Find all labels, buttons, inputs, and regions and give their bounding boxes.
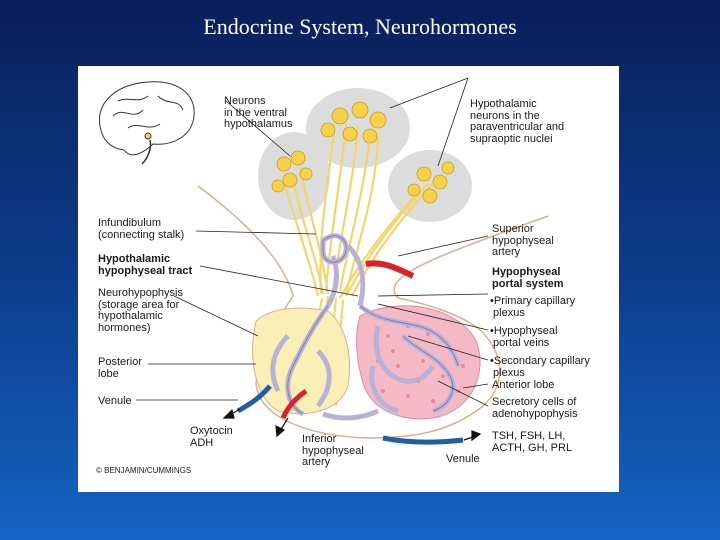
copyright-notice: © BENJAMIN/CUMMINGS [96,466,192,475]
leader-lines [136,77,489,407]
nerve-fibers [282,123,439,407]
label-anterior-hormones: TSH, FSH, LH, ACTH, GH, PRL [492,430,573,454]
pituitary-illustration [99,77,549,445]
label-secretory-cells: Secretory cells of adenohypophysis [492,396,578,420]
label-infundibulum: Infundibulum (connecting stalk) [98,217,185,241]
neuron-cell-bodies [271,101,455,204]
label-posterior-lobe: Posterior lobe [98,356,143,380]
label-neurohypophysis: Neurohypophysis (storage area for hypoth… [98,287,183,334]
left-venule-vessel [236,384,272,414]
bottom-venule-vessel [382,435,464,445]
anterior-lobe-shape [356,305,481,420]
label-hypothalamic-tract: Hypothalamic hypophyseal tract [98,253,193,277]
pituitary-figure: Neurons in the ventral hypothalamus Hypo… [78,66,619,492]
brain-thumbnail [99,81,195,165]
label-oxytocin-adh: Oxytocin ADH [190,425,233,449]
label-anterior-lobe: Anterior lobe [492,379,555,391]
pituitary-outline [197,185,549,439]
inferior-artery-vessel [280,388,308,420]
label-portal-system: Hypophyseal portal system [492,266,564,290]
label-inferior-artery: Inferior hypophyseal artery [302,433,364,468]
label-venule-bottom: Venule [446,453,480,465]
secretion-arrows [222,408,482,442]
label-hypothalamic-neurons: Hypothalamic neurons in the paraventricu… [470,98,565,145]
label-neurons-ventral: Neurons in the ventral hypothalamus [224,95,293,130]
slide-title: Endocrine System, Neurohormones [203,14,517,39]
superior-artery-vessel [365,260,415,279]
label-secondary-plexus: •Secondary capillary plexus [490,355,590,379]
label-primary-plexus: •Primary capillary plexus [490,295,576,319]
label-superior-artery: Superior hypophyseal artery [492,223,554,258]
label-venule-left: Venule [98,395,132,407]
label-portal-veins: •Hypophyseal portal veins [490,325,558,349]
